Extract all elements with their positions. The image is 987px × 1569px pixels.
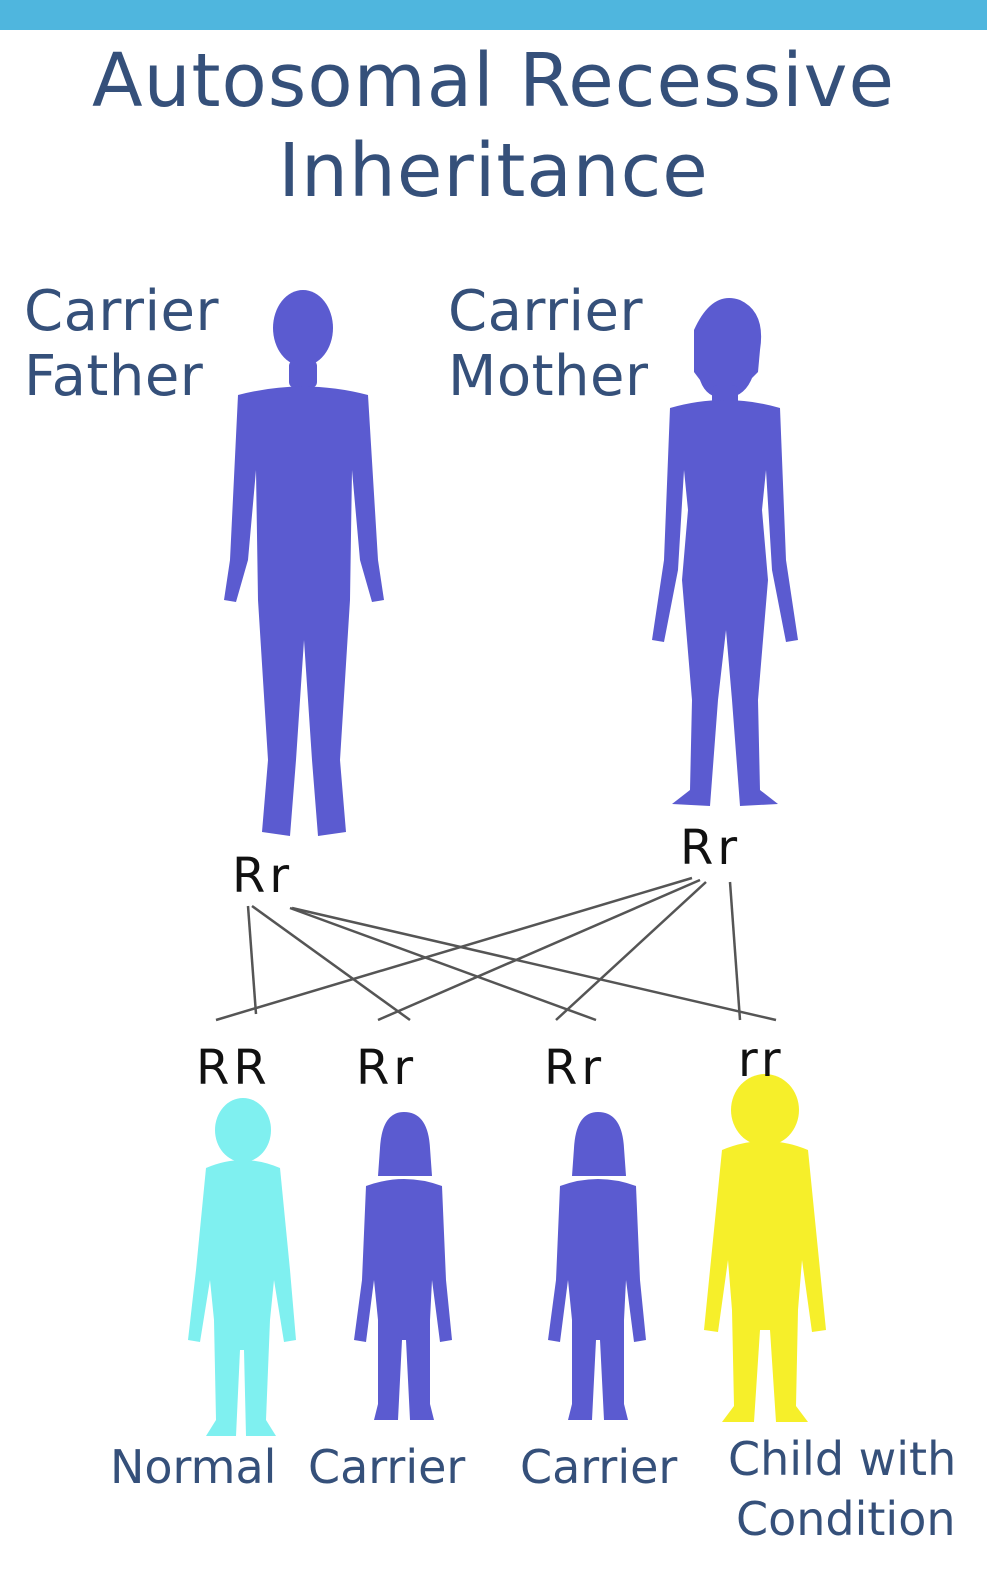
child-affected-silhouette <box>704 1074 826 1422</box>
child-3-label: Carrier <box>520 1438 677 1496</box>
child-2-label: Carrier <box>308 1438 465 1496</box>
child-4-genotype: rr <box>738 1032 785 1088</box>
child-4-label-line-1: Child with <box>728 1430 956 1488</box>
father-genotype: Rr <box>232 848 293 904</box>
mother-genotype: Rr <box>680 820 741 876</box>
child-3-genotype: Rr <box>544 1040 605 1096</box>
child-1-genotype: RR <box>196 1040 271 1096</box>
child-1-label: Normal <box>110 1438 276 1496</box>
child-4-label-line-2: Condition <box>736 1490 956 1548</box>
child-carrier-2-silhouette <box>548 1112 646 1420</box>
father-silhouette <box>224 290 384 836</box>
child-normal-silhouette <box>188 1098 296 1436</box>
child-carrier-1-silhouette <box>354 1112 452 1420</box>
mother-silhouette <box>652 298 798 806</box>
cross-lines <box>216 878 776 1020</box>
child-2-genotype: Rr <box>356 1040 417 1096</box>
